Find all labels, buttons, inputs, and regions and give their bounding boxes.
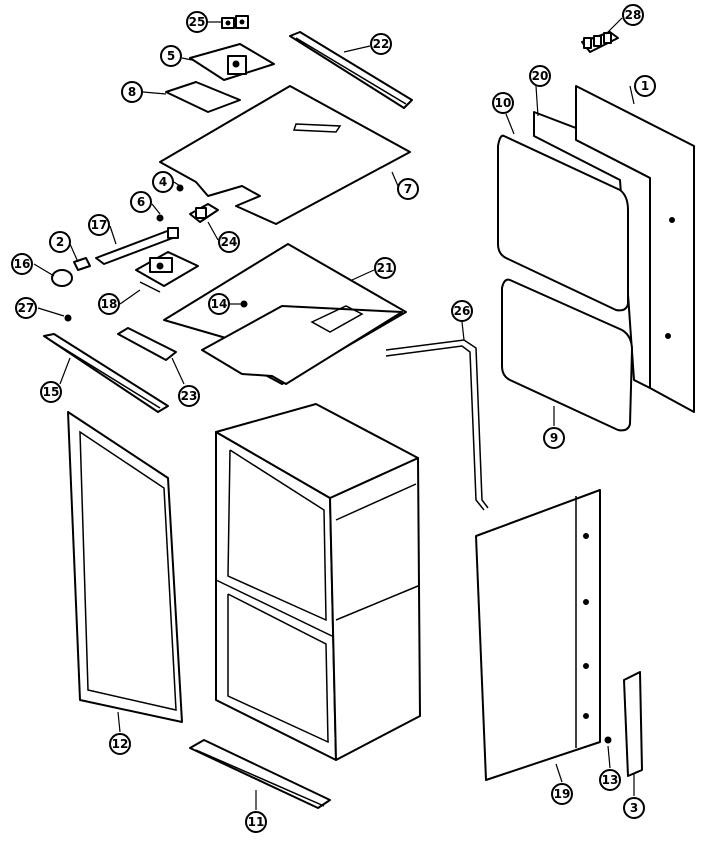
part-screw-4 bbox=[176, 184, 184, 192]
svg-text:3: 3 bbox=[630, 801, 638, 815]
part-upper-insulation bbox=[497, 134, 629, 312]
callout-22: 22 bbox=[370, 33, 392, 55]
svg-text:15: 15 bbox=[43, 385, 60, 399]
part-insulation-liner bbox=[533, 111, 651, 389]
callout-21: 21 bbox=[374, 257, 396, 279]
svg-text:17: 17 bbox=[91, 218, 108, 232]
svg-text:11: 11 bbox=[248, 815, 265, 829]
callout-9: 9 bbox=[543, 427, 565, 449]
callout-26: 26 bbox=[451, 300, 473, 322]
part-bottom-trim-rail bbox=[189, 739, 331, 809]
svg-text:27: 27 bbox=[18, 301, 35, 315]
part-tube bbox=[385, 339, 489, 511]
svg-text:21: 21 bbox=[377, 261, 394, 275]
svg-text:19: 19 bbox=[554, 787, 571, 801]
svg-text:26: 26 bbox=[454, 304, 471, 318]
part-screw-13 bbox=[604, 736, 612, 744]
callout-17: 17 bbox=[88, 214, 110, 236]
callout-24: 24 bbox=[218, 231, 240, 253]
svg-text:9: 9 bbox=[550, 431, 558, 445]
part-strip bbox=[117, 327, 177, 361]
svg-text:22: 22 bbox=[373, 37, 390, 51]
callout-3: 3 bbox=[623, 797, 645, 819]
svg-text:8: 8 bbox=[128, 85, 136, 99]
part-oven-chassis bbox=[215, 403, 421, 761]
part-oven-top-panel bbox=[163, 243, 407, 385]
callout-23: 23 bbox=[178, 385, 200, 407]
part-bumper bbox=[51, 269, 73, 287]
svg-text:7: 7 bbox=[404, 182, 412, 196]
callout-4: 4 bbox=[152, 171, 174, 193]
part-latch-assembly bbox=[135, 251, 199, 293]
svg-text:2: 2 bbox=[56, 235, 64, 249]
part-screw-6 bbox=[156, 214, 164, 222]
part-mounting-bracket bbox=[189, 43, 275, 81]
part-cover-plate bbox=[165, 81, 241, 113]
svg-text:16: 16 bbox=[14, 257, 31, 271]
svg-text:23: 23 bbox=[181, 389, 198, 403]
part-lower-insulation bbox=[501, 278, 633, 432]
part-top-panel bbox=[159, 85, 411, 225]
svg-text:13: 13 bbox=[602, 773, 619, 787]
svg-text:1: 1 bbox=[641, 79, 649, 93]
svg-text:18: 18 bbox=[101, 297, 118, 311]
svg-text:20: 20 bbox=[532, 69, 549, 83]
callout-13: 13 bbox=[599, 769, 621, 791]
part-front-trim-rail bbox=[43, 333, 169, 413]
svg-text:10: 10 bbox=[495, 96, 512, 110]
callout-25: 25 bbox=[186, 11, 208, 33]
callout-19: 19 bbox=[551, 783, 573, 805]
svg-text:6: 6 bbox=[137, 195, 145, 209]
part-side-bracket bbox=[623, 671, 643, 777]
svg-text:12: 12 bbox=[112, 737, 129, 751]
callout-16: 16 bbox=[11, 253, 33, 275]
part-top-rear-trim bbox=[289, 31, 413, 109]
leader-lines bbox=[33, 17, 635, 810]
callout-8: 8 bbox=[121, 81, 143, 103]
part-switch bbox=[189, 203, 219, 223]
callout-20: 20 bbox=[529, 65, 551, 87]
svg-text:14: 14 bbox=[211, 297, 228, 311]
callout-15: 15 bbox=[40, 381, 62, 403]
callout-1: 1 bbox=[634, 75, 656, 97]
callout-6: 6 bbox=[130, 191, 152, 213]
callout-14: 14 bbox=[208, 293, 230, 315]
svg-text:28: 28 bbox=[625, 8, 642, 22]
part-side-panel bbox=[475, 489, 601, 781]
callout-12: 12 bbox=[109, 733, 131, 755]
callout-10: 10 bbox=[492, 92, 514, 114]
part-terminal-block bbox=[581, 31, 619, 53]
callout-5: 5 bbox=[160, 45, 182, 67]
callout-28: 28 bbox=[622, 4, 644, 26]
part-fastener-set bbox=[221, 15, 249, 29]
callout-18: 18 bbox=[98, 293, 120, 315]
part-screw-27 bbox=[64, 314, 72, 322]
callout-27: 27 bbox=[15, 297, 37, 319]
svg-text:24: 24 bbox=[221, 235, 238, 249]
svg-text:5: 5 bbox=[167, 49, 175, 63]
svg-text:4: 4 bbox=[159, 175, 167, 189]
part-latch-arm bbox=[95, 227, 179, 265]
callout-11: 11 bbox=[245, 811, 267, 833]
callout-7: 7 bbox=[397, 178, 419, 200]
part-door-frame bbox=[67, 411, 183, 723]
svg-text:25: 25 bbox=[189, 15, 206, 29]
callout-2: 2 bbox=[49, 231, 71, 253]
